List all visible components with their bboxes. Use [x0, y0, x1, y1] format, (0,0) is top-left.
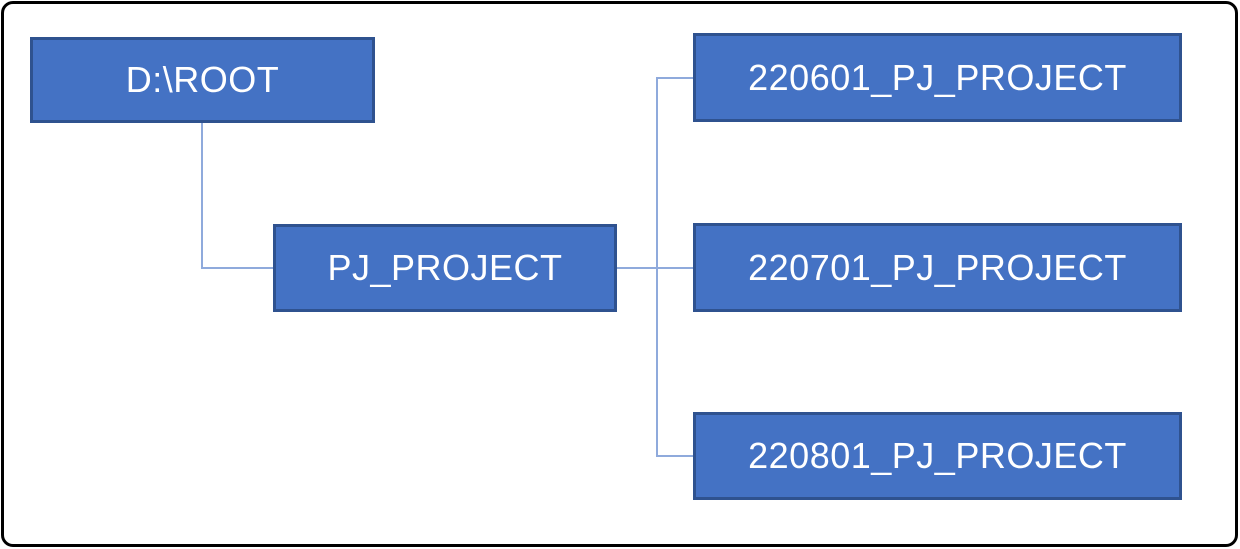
- node-pj-project: PJ_PROJECT: [273, 224, 617, 312]
- node-220601-pj-project: 220601_PJ_PROJECT: [693, 33, 1182, 122]
- node-220701-pj-project: 220701_PJ_PROJECT: [693, 223, 1182, 312]
- connector-branch-220601: [656, 77, 693, 79]
- node-d-root: D:\ROOT: [30, 37, 375, 123]
- connector-pj-to-children: [617, 267, 693, 269]
- node-220801-pj-project: 220801_PJ_PROJECT: [693, 412, 1182, 500]
- connector-branch-220801: [656, 455, 693, 457]
- connector-children-trunk: [656, 77, 658, 457]
- connector-root-to-pj: [201, 267, 273, 269]
- connector-root-vertical: [201, 123, 203, 269]
